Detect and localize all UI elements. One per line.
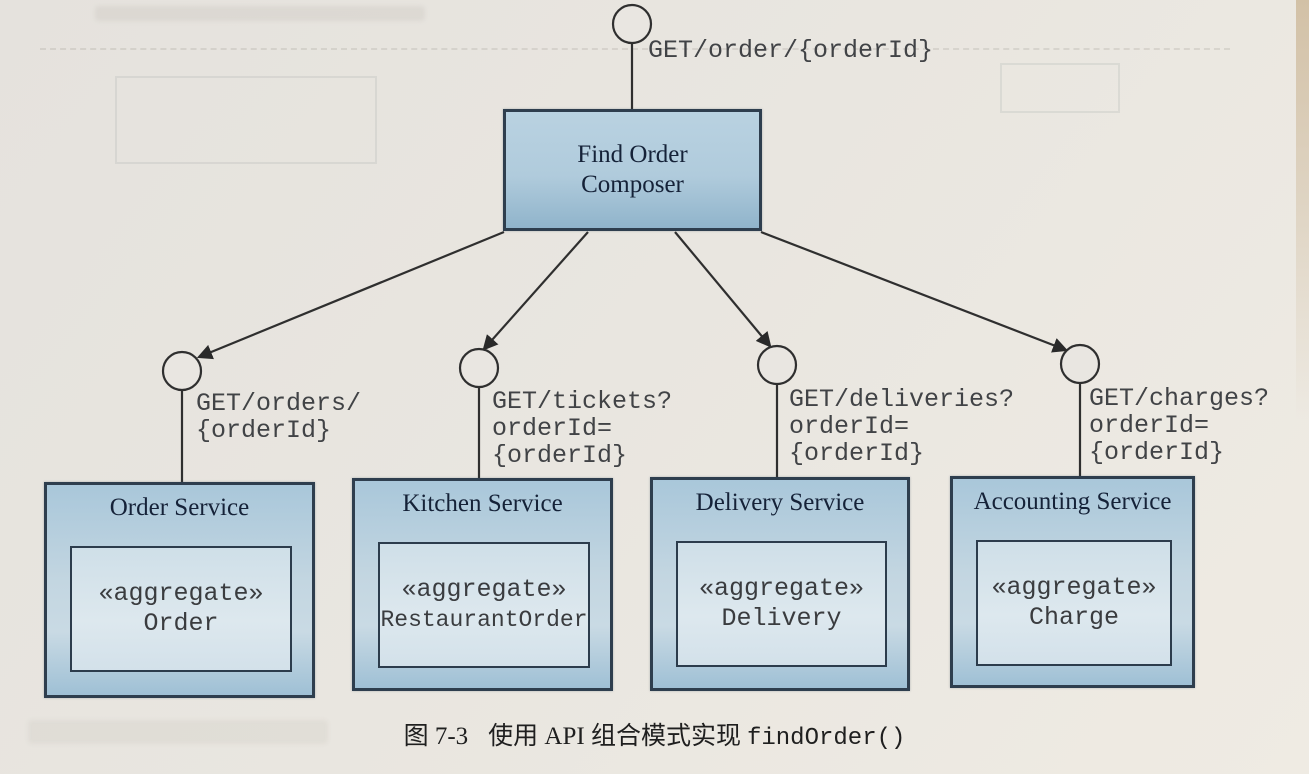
page-edge-shadow	[1296, 0, 1309, 420]
order-aggregate-name: Order	[143, 609, 219, 638]
figure-number: 图 7-3	[403, 723, 469, 750]
order-service-title: Order Service	[109, 494, 250, 521]
kitchen-service-box: Kitchen Service «aggregate» RestaurantOr…	[352, 478, 613, 691]
order-interface-circle-icon	[161, 350, 203, 392]
arrow-to-kitchen-service-icon	[482, 231, 589, 351]
accounting-interface-circle-icon	[1059, 343, 1101, 385]
kitchen-aggregate-box: «aggregate» RestaurantOrder	[378, 542, 590, 668]
bleed-artifact-box-left	[115, 76, 377, 164]
figure-caption-code: findOrder()	[746, 725, 906, 752]
arrow-to-order-service-icon	[196, 230, 505, 360]
accounting-service-title: Accounting Service	[973, 488, 1172, 515]
accounting-service-box: Accounting Service «aggregate» Charge	[950, 476, 1195, 688]
accounting-aggregate-box: «aggregate» Charge	[976, 540, 1172, 666]
kitchen-interface-circle-icon	[458, 347, 500, 389]
delivery-service-title: Delivery Service	[695, 489, 865, 516]
accounting-aggregate-name: Charge	[1028, 603, 1119, 632]
delivery-endpoint-label: GET/deliveries? orderId= {orderId}	[789, 385, 1015, 468]
delivery-aggregate-box: «aggregate» Delivery	[676, 541, 887, 667]
arrow-to-delivery-service-icon	[674, 231, 772, 348]
kitchen-aggregate-stereotype: «aggregate»	[401, 575, 567, 604]
accounting-aggregate-stereotype: «aggregate»	[991, 573, 1157, 602]
figure-caption-text: 使用 API 组合模式实现	[488, 723, 741, 750]
delivery-aggregate-name: Delivery	[721, 604, 842, 633]
kitchen-aggregate-name: RestaurantOrder	[380, 607, 588, 633]
arrow-to-accounting-service-icon	[760, 230, 1069, 353]
delivery-aggregate-stereotype: «aggregate»	[698, 574, 865, 603]
order-aggregate-box: «aggregate» Order	[70, 546, 292, 672]
accounting-endpoint-label: GET/charges? orderId= {orderId}	[1089, 384, 1270, 467]
bleed-artifact-box-right	[1000, 63, 1120, 113]
kitchen-service-title: Kitchen Service	[402, 490, 563, 517]
find-order-composer-box: Find Order Composer	[503, 109, 762, 231]
kitchen-endpoint-label: GET/tickets? orderId= {orderId}	[492, 387, 673, 470]
order-endpoint-label: GET/orders/ {orderId}	[196, 389, 362, 445]
delivery-interface-circle-icon	[756, 344, 798, 386]
order-aggregate-stereotype: «aggregate»	[98, 579, 264, 608]
top-interface-circle-icon	[611, 3, 653, 45]
top-endpoint-label: GET/order/{orderId}	[648, 36, 934, 65]
bleed-artifact-text-top	[95, 6, 425, 21]
bleed-artifact-dashed-line	[40, 48, 1230, 50]
composer-label: Find Order Composer	[577, 141, 688, 198]
delivery-service-box: Delivery Service «aggregate» Delivery	[650, 477, 910, 691]
order-service-box: Order Service «aggregate» Order	[44, 482, 315, 698]
